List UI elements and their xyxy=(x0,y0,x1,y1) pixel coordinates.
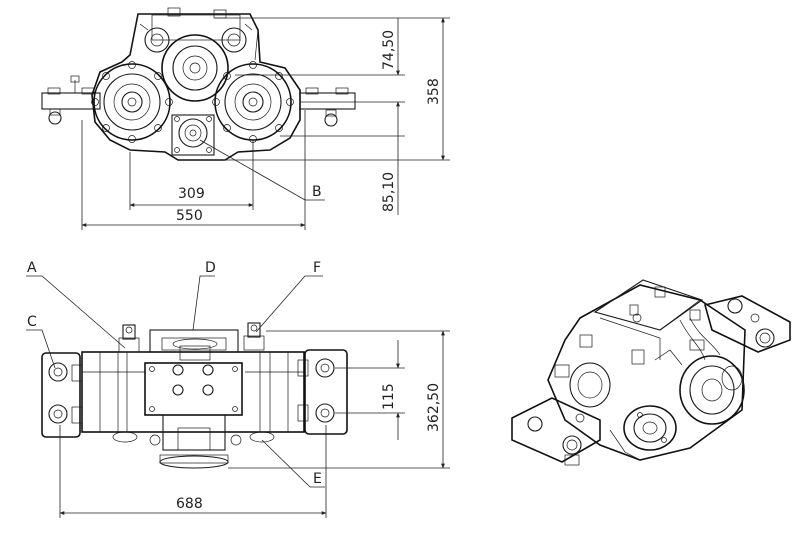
iso-left-flange xyxy=(554,334,611,408)
dim-550-label: 550 xyxy=(176,208,203,224)
dim-309-label: 309 xyxy=(178,186,205,202)
callout-e: E xyxy=(313,471,322,487)
dim-115-label: 115 xyxy=(381,383,397,410)
dim-74-50-label: 74,50 xyxy=(381,30,397,70)
callout-b: B xyxy=(312,184,322,200)
iso-main-body xyxy=(547,284,746,461)
iso-front-flange xyxy=(623,405,677,451)
leader-c xyxy=(26,329,56,369)
dim-85-10-label: 85,10 xyxy=(381,172,397,212)
lower-output-e xyxy=(112,414,275,469)
dim-688-label: 688 xyxy=(176,496,203,512)
top-peg-f xyxy=(243,322,265,351)
left-wheel-flange xyxy=(91,61,173,143)
callout-c: C xyxy=(27,314,37,330)
left-mount-arm xyxy=(41,75,101,125)
right-mount-plate xyxy=(297,349,348,435)
top-housing-outline xyxy=(91,13,301,161)
top-block-d xyxy=(149,329,239,361)
callout-d: D xyxy=(205,260,216,276)
dim-358-label: 358 xyxy=(426,78,442,105)
leader-a xyxy=(26,275,126,349)
front-view: 688 115 362,50 A C D F E xyxy=(26,260,450,518)
left-mount-plate xyxy=(41,352,83,438)
iso-left-mount-plate xyxy=(511,397,601,466)
leader-e xyxy=(261,439,325,488)
leader-d xyxy=(192,275,215,331)
isometric-view xyxy=(511,279,791,466)
front-vertical-dimensions xyxy=(228,330,450,469)
leader-f xyxy=(255,275,323,333)
center-cover-plate xyxy=(144,362,243,416)
dim-362-50-label: 362,50 xyxy=(426,383,442,432)
top-peg-a xyxy=(118,324,140,353)
upper-housing xyxy=(139,7,253,53)
iso-right-flange xyxy=(679,355,745,425)
input-flange-b xyxy=(171,114,215,156)
top-vertical-dimensions xyxy=(215,17,450,215)
callout-f: F xyxy=(313,260,321,276)
leader-b xyxy=(199,139,325,201)
front-horizontal-dimension xyxy=(59,425,327,518)
center-drum xyxy=(161,34,229,102)
front-main-housing xyxy=(81,351,305,433)
top-view: 309 550 74,50 358 85,10 B xyxy=(41,7,450,230)
callout-a: A xyxy=(27,260,37,276)
top-horizontal-dimensions xyxy=(81,110,306,230)
right-mount-arm xyxy=(299,87,356,127)
right-wheel-flange xyxy=(212,61,294,143)
iso-right-mount-plate xyxy=(704,295,791,353)
